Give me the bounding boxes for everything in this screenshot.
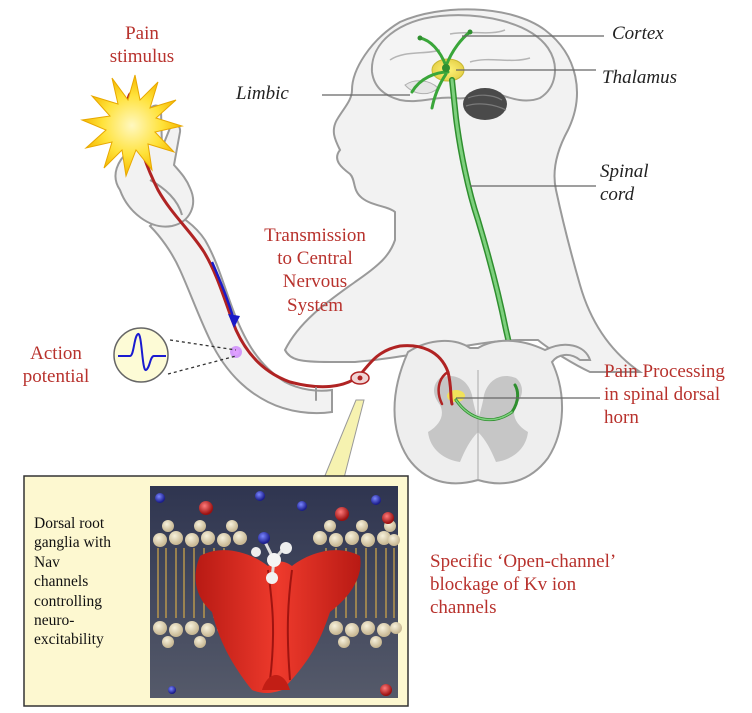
drg-label: Dorsal root ganglia with Nav channels co… xyxy=(34,514,146,650)
thalamus-label: Thalamus xyxy=(602,66,677,89)
spinal-cord-label: Spinal cord xyxy=(600,160,649,206)
transmission-label: Transmission to Central Nervous System xyxy=(246,224,384,317)
cortex-label: Cortex xyxy=(612,22,664,45)
action-potential-marker xyxy=(230,346,242,358)
open-channel-label: Specific ‘Open-channel’ blockage of Kv i… xyxy=(430,550,616,620)
pain-stimulus-label: Pain stimulus xyxy=(92,22,192,68)
limbic-label: Limbic xyxy=(236,82,289,105)
action-potential-label: Action potential xyxy=(4,342,108,388)
pain-processing-label: Pain Processing in spinal dorsal horn xyxy=(604,360,725,430)
spinal-cross-section xyxy=(395,341,591,484)
